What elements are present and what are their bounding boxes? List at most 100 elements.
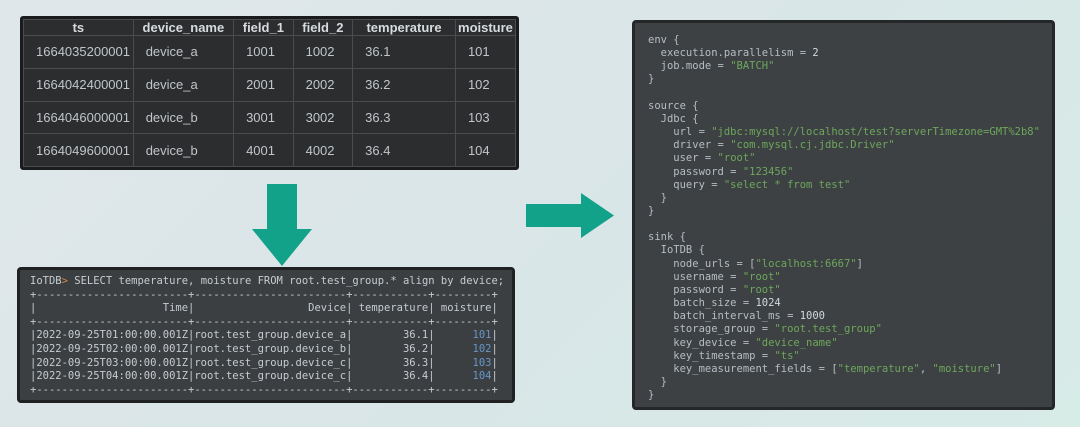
config-key-text: }	[648, 191, 667, 204]
config-line: username = "root"	[648, 271, 1039, 284]
config-string-value: "ts"	[774, 349, 800, 362]
column-header: moisture	[454, 19, 517, 36]
config-line: key_measurement_fields = ["temperature",…	[648, 363, 1039, 376]
config-line: IoTDB {	[648, 244, 1039, 257]
config-line: Jdbc {	[648, 113, 1039, 126]
config-string-value: "select * from test"	[723, 178, 851, 191]
ascii-data-row: |2022-09-25T01:00:00.001Z|root.test_grou…	[30, 329, 498, 342]
config-line: key_device = "device_name"	[648, 337, 1039, 350]
config-line: env {	[648, 34, 1039, 47]
column-header: ts	[23, 19, 134, 36]
config-line: key_timestamp = "ts"	[648, 350, 1039, 363]
table-cell: 2002	[292, 67, 354, 102]
config-line: user = "root"	[648, 152, 1039, 165]
table-cell: 3001	[233, 100, 294, 135]
table-cell: 36.4	[352, 133, 456, 167]
config-line: storage_group = "root.test_group"	[648, 323, 1039, 336]
config-key-text: user =	[648, 152, 718, 165]
arrow-down-icon	[252, 184, 312, 266]
table-cell: 104	[454, 133, 517, 167]
table-cell: 1664049600001	[23, 133, 134, 167]
config-string-value: "root.test_group"	[774, 323, 882, 336]
config-line: }	[648, 73, 1039, 86]
config-string-value: "BATCH"	[730, 60, 775, 73]
table-cell: 36.3	[352, 100, 456, 135]
config-line	[648, 218, 1039, 231]
config-line: batch_size = 1024	[648, 297, 1039, 310]
table-cell: device_b	[132, 100, 235, 135]
seatunnel-config-panel: env { execution.parallelism = 2 job.mode…	[632, 20, 1055, 410]
config-string-value: "jdbc:mysql://localhost/test?serverTimez…	[711, 126, 1040, 139]
ascii-separator: +------------------------+--------------…	[30, 315, 498, 328]
config-key-text: storage_group =	[648, 323, 775, 336]
config-key-text: source {	[648, 99, 699, 112]
config-string-value: "com.mysql.cj.jdbc.Driver"	[730, 139, 895, 152]
config-key-text: password =	[648, 283, 743, 296]
terminal-prompt-symbol: >	[61, 275, 68, 287]
config-key-text: key_timestamp =	[648, 349, 775, 362]
config-line: password = "123456"	[648, 166, 1039, 179]
table-cell: 1002	[292, 35, 354, 69]
config-line: password = "root"	[648, 284, 1039, 297]
ascii-header-row: | Time| Device| temperature| moisture|	[30, 302, 498, 315]
terminal-command: SELECT temperature, moisture FROM root.t…	[67, 275, 505, 287]
config-string-value: "temperature"	[837, 362, 920, 375]
config-key-text: execution.parallelism =	[648, 47, 813, 60]
config-string-value: "root"	[742, 270, 781, 283]
config-line: driver = "com.mysql.cj.jdbc.Driver"	[648, 139, 1039, 152]
ascii-data-row: |2022-09-25T03:00:00.001Z|root.test_grou…	[30, 356, 498, 369]
config-key-text: node_urls = [	[648, 257, 756, 270]
config-key-text: }	[648, 376, 667, 389]
table-cell: 103	[454, 100, 517, 135]
config-code-block: env { execution.parallelism = 2 job.mode…	[648, 34, 1040, 402]
table-cell: 102	[454, 67, 517, 102]
config-key-text: }	[648, 389, 655, 402]
table-cell: 2001	[233, 67, 294, 102]
config-key-text: driver =	[648, 139, 731, 152]
config-string-value: "root"	[742, 283, 781, 296]
config-line: sink {	[648, 231, 1039, 244]
arrow-right-icon	[526, 193, 614, 238]
terminal-prompt: IoTDB	[30, 275, 62, 287]
ascii-separator: +------------------------+--------------…	[30, 288, 498, 301]
config-key-text: key_device =	[648, 336, 756, 349]
table-cell: 1001	[233, 35, 294, 69]
config-line: }	[648, 389, 1039, 402]
config-key-text: ]	[856, 257, 863, 270]
terminal-command-line: IoTDB> SELECT temperature, moisture FROM…	[30, 275, 505, 289]
table-cell: 1664046000001	[23, 100, 134, 135]
ascii-separator: +------------------------+--------------…	[30, 383, 498, 396]
config-line: }	[648, 205, 1039, 218]
config-line: node_urls = ["localhost:6667"]	[648, 258, 1039, 271]
config-number-value: 1024	[755, 297, 781, 310]
config-line: }	[648, 376, 1039, 389]
config-key-text: sink {	[648, 231, 686, 244]
config-key-text: key_measurement_fields = [	[648, 362, 838, 375]
config-key-text: }	[648, 73, 655, 86]
config-line: url = "jdbc:mysql://localhost/test?serve…	[648, 126, 1040, 139]
config-key-text: job.mode =	[648, 60, 731, 73]
config-string-value: "moisture"	[932, 362, 996, 375]
column-header: device_name	[132, 19, 235, 36]
column-header: field_2	[292, 19, 354, 36]
config-number-value: 1000	[799, 310, 826, 323]
ascii-data-row: |2022-09-25T04:00:00.001Z|root.test_grou…	[30, 370, 498, 383]
config-key-text: IoTDB {	[648, 244, 705, 257]
config-key-text: ,	[919, 362, 933, 375]
config-key-text: batch_size =	[648, 297, 756, 310]
config-key-text: env {	[648, 34, 680, 46]
config-line: execution.parallelism = 2	[648, 47, 1039, 60]
table-cell: 36.1	[352, 35, 456, 69]
table-cell: 3002	[292, 100, 354, 135]
config-line: source {	[648, 100, 1039, 113]
terminal-ascii-table: +------------------------+--------------…	[30, 289, 502, 398]
table-cell: 36.2	[352, 67, 456, 102]
column-header: temperature	[352, 19, 456, 36]
